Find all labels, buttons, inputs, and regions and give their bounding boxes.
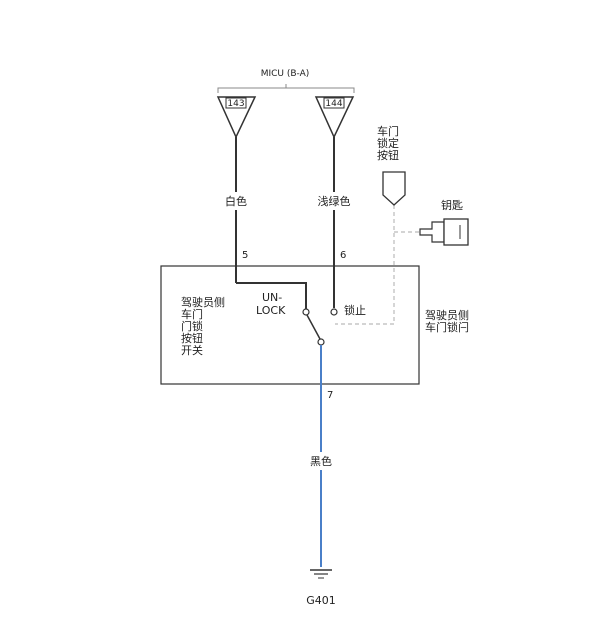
lock-button-label: 锁定 bbox=[377, 136, 399, 150]
switch-name-line: 门锁 bbox=[181, 319, 203, 333]
assembly-line: 车门锁闩 bbox=[425, 320, 469, 334]
ground-symbol: G401 bbox=[306, 569, 336, 607]
switch-pin-7: 7 bbox=[327, 390, 333, 401]
switch-name-line: 开关 bbox=[181, 343, 203, 357]
lock-button-label: 按钮 bbox=[377, 148, 399, 162]
connector-pin-144: 144 bbox=[314, 96, 355, 139]
wire-light-green: 浅绿色 bbox=[318, 137, 351, 308]
lock-button-label: 车门 bbox=[377, 124, 399, 138]
mechanical-link bbox=[335, 205, 420, 325]
key-head-icon bbox=[443, 218, 469, 246]
contact-lock bbox=[330, 308, 338, 316]
wire-color-label-white: 白色 bbox=[225, 194, 247, 208]
pin-label-144: 144 bbox=[325, 99, 342, 109]
unlock-label-line2: LOCK bbox=[256, 304, 286, 317]
switch-name-line: 车门 bbox=[181, 307, 203, 321]
ground-label: G401 bbox=[306, 594, 336, 607]
connector-micu: MICU (B-A) bbox=[217, 69, 355, 93]
wire-color-label-black: 黑色 bbox=[310, 454, 332, 468]
connector-pin-143: 143 bbox=[216, 96, 257, 139]
unlock-label-line1: UN- bbox=[262, 291, 282, 304]
switch-box bbox=[160, 265, 420, 385]
lock-label: 锁止 bbox=[344, 303, 366, 317]
wire-color-label-light-green: 浅绿色 bbox=[318, 194, 351, 208]
door-lock-button: 车门 锁定 按钮 bbox=[377, 124, 406, 206]
pin-label-143: 143 bbox=[227, 99, 244, 109]
wire-segment bbox=[236, 282, 307, 300]
mechanical-dashed-line bbox=[335, 205, 395, 325]
switch-name-block: 驾驶员侧 车门 门锁 按钮 开关 bbox=[181, 295, 225, 357]
key-symbol: 钥匙 bbox=[419, 198, 469, 246]
assembly-line: 驾驶员侧 bbox=[425, 308, 469, 322]
switch-name-line: 驾驶员侧 bbox=[181, 295, 225, 309]
lock-button-icon bbox=[382, 171, 406, 206]
pin-box-144 bbox=[323, 97, 345, 109]
switch-name-line: 按钮 bbox=[181, 331, 203, 345]
switch-pin-6: 6 bbox=[340, 250, 346, 261]
contact-common bbox=[317, 338, 325, 346]
wire-black-ground: 黑色 bbox=[310, 345, 332, 567]
contact-unlock bbox=[302, 308, 310, 316]
switch-blade bbox=[306, 314, 321, 340]
door-lock-assembly-label: 驾驶员侧 车门锁闩 bbox=[425, 308, 469, 334]
switch-pin-5: 5 bbox=[242, 250, 248, 261]
connector-bracket bbox=[217, 84, 355, 93]
switch-contacts bbox=[302, 300, 338, 346]
pin-box-143 bbox=[225, 97, 247, 109]
wire-white: 白色 bbox=[225, 137, 307, 300]
connector-name: MICU (B-A) bbox=[261, 69, 310, 79]
key-label: 钥匙 bbox=[441, 198, 463, 212]
key-bow-icon bbox=[419, 221, 445, 243]
